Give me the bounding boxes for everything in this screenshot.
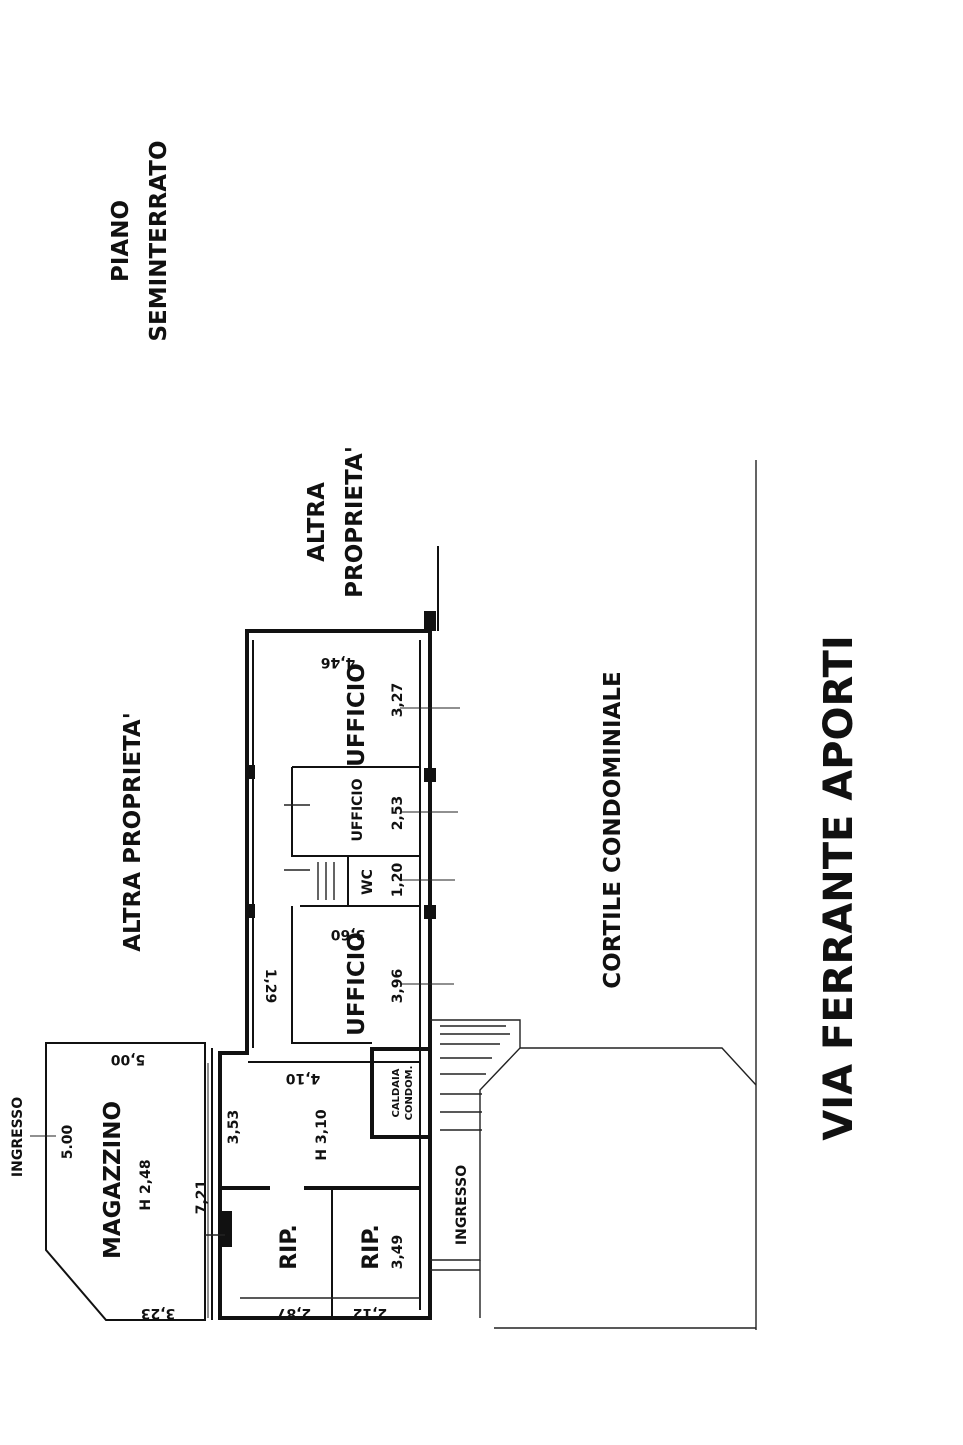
dim-327: 3,27 bbox=[390, 683, 406, 718]
staircase bbox=[430, 1019, 757, 1318]
room-rip-2: RIP. bbox=[359, 1224, 384, 1270]
dim-253: 2,53 bbox=[390, 796, 406, 831]
dim-129: 1,29 bbox=[262, 969, 278, 1004]
building-walls bbox=[218, 546, 439, 1320]
room-ufficio-1: UFFICIO bbox=[344, 663, 370, 767]
dim-360: 3,60 bbox=[330, 926, 365, 942]
dim-446: 4,46 bbox=[321, 654, 356, 670]
magazzino-outline bbox=[45, 1042, 232, 1321]
altra-proprieta-top-label-1: ALTRA bbox=[304, 482, 330, 562]
room-ufficio-3: UFFICIO bbox=[344, 932, 370, 1036]
interior-partitions bbox=[284, 766, 420, 1044]
dim-500a: 5.00 bbox=[60, 1124, 76, 1159]
room-rip-1: RIP. bbox=[277, 1224, 302, 1270]
dim-500b: 5,00 bbox=[110, 1051, 145, 1067]
dim-120: 1,20 bbox=[390, 862, 406, 897]
dim-212: 2,12 bbox=[353, 1305, 388, 1321]
dim-410: 4,10 bbox=[285, 1070, 320, 1086]
cortile-condominiale-label: CORTILE CONDOMINIALE bbox=[600, 671, 626, 988]
room-caldaia-1: CALDAIA bbox=[391, 1068, 402, 1117]
room-magazzino-height: H 2,48 bbox=[138, 1159, 154, 1210]
altra-proprieta-top-label-2: PROPRIETA' bbox=[342, 446, 368, 598]
dimension-ticks bbox=[30, 707, 460, 1318]
caldaia-room bbox=[370, 1047, 432, 1139]
dim-287: 2,87 bbox=[277, 1305, 312, 1321]
room-ufficio-2: UFFICIO bbox=[350, 778, 366, 841]
altra-proprieta-left-label: ALTRA PROPRIETA' bbox=[120, 712, 146, 952]
title-piano: PIANO bbox=[108, 200, 134, 282]
dim-323: 3,23 bbox=[141, 1305, 176, 1321]
dim-353: 3,53 bbox=[226, 1110, 242, 1145]
room-wc: WC bbox=[360, 869, 376, 895]
room-ingresso-main: INGRESSO bbox=[454, 1165, 470, 1245]
dim-396: 3,96 bbox=[390, 969, 406, 1004]
room-magazzino: MAGAZZINO bbox=[100, 1101, 126, 1259]
title-seminterrato: SEMINTERRATO bbox=[146, 140, 172, 341]
rip-partitions bbox=[220, 1061, 420, 1318]
room-caldaia-2: CONDOM. bbox=[404, 1066, 415, 1121]
room-main-height: H 3,10 bbox=[314, 1109, 330, 1160]
room-ingresso-magazzino: INGRESSO bbox=[10, 1097, 26, 1177]
dim-349: 3,49 bbox=[390, 1235, 406, 1270]
street-label: VIA FERRANTE APORTI bbox=[816, 635, 862, 1140]
dim-721: 7,21 bbox=[194, 1180, 210, 1215]
